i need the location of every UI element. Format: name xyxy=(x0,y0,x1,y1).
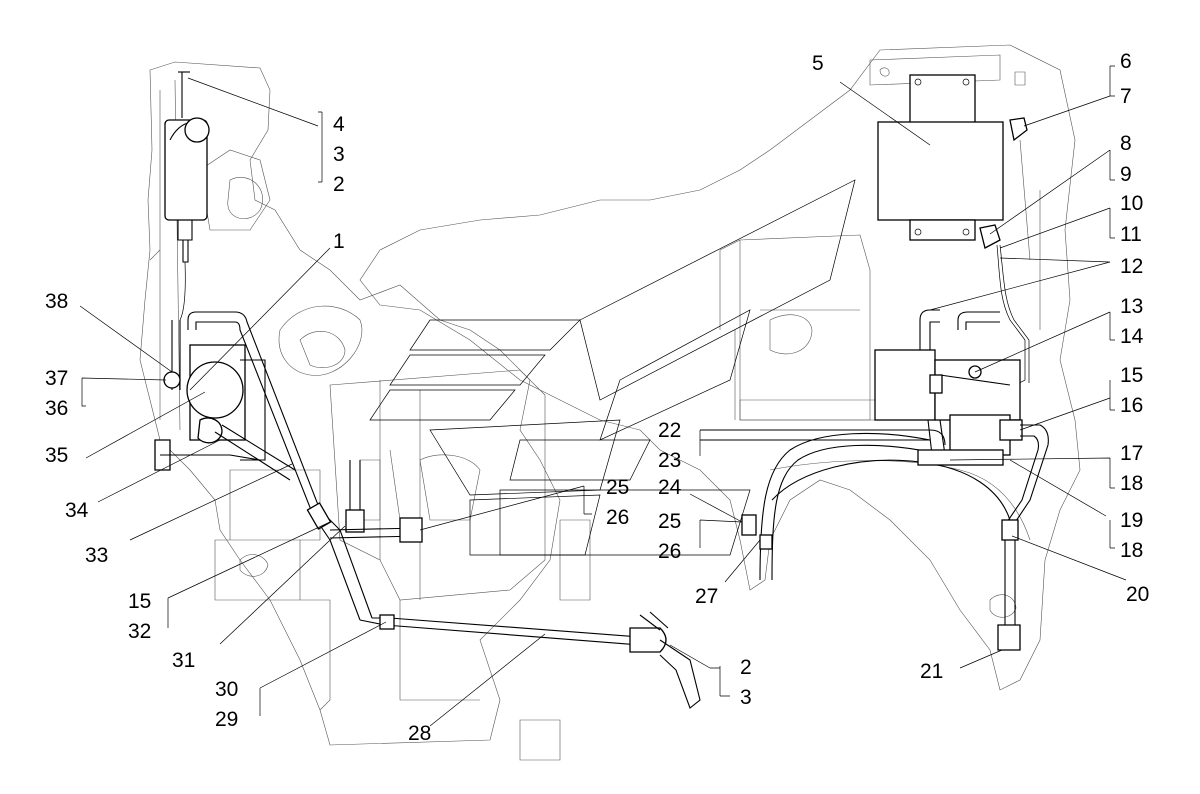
callout-2-bottom: 2 xyxy=(740,656,752,679)
leader-lines xyxy=(79,65,1127,727)
callout-23: 23 xyxy=(658,449,681,472)
callout-26-right: 26 xyxy=(658,540,681,563)
callout-30: 30 xyxy=(215,678,238,701)
pump-assembly xyxy=(154,344,296,481)
callout-1: 1 xyxy=(333,230,345,253)
callout-18-lower: 18 xyxy=(1120,539,1143,562)
callout-9: 9 xyxy=(1120,163,1132,186)
callout-33: 33 xyxy=(85,544,108,567)
callout-7: 7 xyxy=(1120,85,1132,108)
callout-27: 27 xyxy=(695,585,718,608)
reservoir-assembly xyxy=(163,71,210,390)
control-box-assembly xyxy=(877,74,1030,389)
callout-3-bottom: 3 xyxy=(740,686,752,709)
callout-17: 17 xyxy=(1120,442,1143,465)
callout-25-right: 25 xyxy=(658,510,681,533)
callout-2-top: 2 xyxy=(333,173,345,196)
callout-22: 22 xyxy=(658,419,681,442)
callout-12: 12 xyxy=(1120,255,1143,278)
callout-13: 13 xyxy=(1120,295,1143,318)
callout-3-top: 3 xyxy=(333,143,345,166)
callout-15-right: 15 xyxy=(1120,364,1143,387)
callout-21: 21 xyxy=(920,660,943,683)
callout-5: 5 xyxy=(812,52,824,75)
callout-32: 32 xyxy=(128,620,151,643)
callout-25-middle: 25 xyxy=(606,476,629,499)
callout-19: 19 xyxy=(1120,509,1143,532)
callout-20: 20 xyxy=(1126,583,1149,606)
callout-36: 36 xyxy=(45,397,68,420)
callout-35: 35 xyxy=(45,444,68,467)
callout-31: 31 xyxy=(172,649,195,672)
callout-18-upper: 18 xyxy=(1120,472,1143,495)
hose-lines-right xyxy=(700,419,1049,651)
callout-labels: 4 3 2 1 38 37 36 35 34 33 15 32 31 30 29… xyxy=(45,50,1149,745)
valve-assembly xyxy=(874,309,1023,456)
callout-16: 16 xyxy=(1120,394,1143,417)
callout-10: 10 xyxy=(1120,192,1143,215)
watermark-logo xyxy=(369,179,856,556)
callout-6: 6 xyxy=(1120,50,1132,73)
callout-28: 28 xyxy=(408,722,431,745)
callout-8: 8 xyxy=(1120,132,1132,155)
callout-15-left: 15 xyxy=(128,590,151,613)
callout-34: 34 xyxy=(65,499,89,522)
callout-14: 14 xyxy=(1120,325,1144,348)
callout-37: 37 xyxy=(45,367,68,390)
callout-29: 29 xyxy=(215,708,238,731)
callout-26-middle: 26 xyxy=(606,506,629,529)
callout-24: 24 xyxy=(658,476,682,499)
hose-lines-left xyxy=(187,311,701,709)
callout-11: 11 xyxy=(1120,223,1142,246)
callout-4-top: 4 xyxy=(333,113,345,136)
callout-38: 38 xyxy=(45,290,68,313)
